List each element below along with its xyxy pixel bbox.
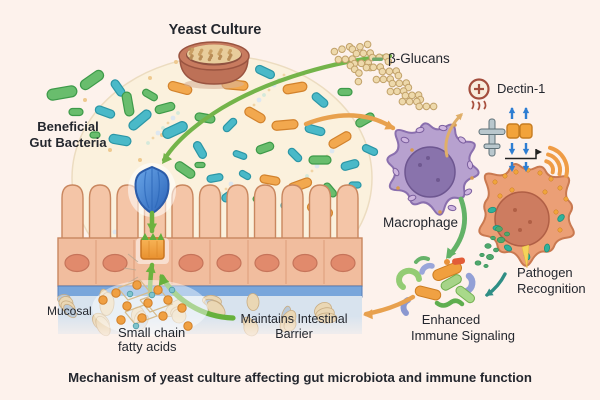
grey-receptor-crossbar — [478, 128, 506, 135]
intestinal-villi — [61, 184, 359, 241]
grey-receptor-icon — [488, 118, 496, 157]
epithelial-cell-band — [57, 237, 363, 287]
arrow-heads — [145, 107, 530, 320]
beta-glucans-label: β-Glucans — [388, 51, 450, 66]
mucosal-label: Mucosal — [47, 304, 92, 318]
enhanced-signaling-label-1: Enhanced — [422, 312, 481, 327]
beneficial-bacteria-label-1: Beneficial — [37, 119, 98, 134]
orange-receptor-box — [519, 123, 533, 139]
scfa-transporter — [123, 233, 169, 284]
arrow-barrier-to-transporter — [159, 274, 236, 321]
maintains-barrier-label-1: Maintains Intestinal — [240, 312, 347, 326]
glucan-label-dash — [372, 57, 383, 61]
labels: Yeast Culture Beneficial Gut Bacteria β-… — [29, 22, 585, 385]
beneficial-bacteria-label-2: Gut Bacteria — [29, 135, 107, 150]
yeast-bowl — [178, 41, 250, 89]
pathogen-dotted-trail — [474, 226, 510, 268]
enhanced-signaling-label-2: Immune Signaling — [411, 328, 515, 343]
scfa-label-2: fatty acids — [118, 339, 177, 354]
macrophage-label: Macrophage — [383, 215, 458, 230]
macrophage-cell — [386, 122, 480, 216]
barrier-shield-icon — [128, 163, 176, 217]
inhibition-flag — [536, 149, 542, 155]
dectin1-icon — [468, 78, 490, 111]
arrow-lumen-to-macrophage — [303, 113, 396, 131]
pathogen-recognition-label-2: Recognition — [517, 281, 586, 296]
dectin1-label: Dectin-1 — [497, 81, 545, 96]
scfa-label-1: Small chain — [118, 325, 185, 340]
signal-waves-icon — [544, 145, 569, 178]
pathogen-wedge-icon — [521, 244, 530, 269]
beta-glucan-chain — [330, 40, 438, 111]
yeast-culture-label: Yeast Culture — [169, 22, 262, 38]
scfa-molecule — [92, 279, 208, 336]
orange-receptor-box — [506, 123, 520, 139]
maintains-barrier-label-2: Barrier — [275, 327, 313, 341]
caption: Mechanism of yeast culture affecting gut… — [68, 370, 532, 385]
band-edge-mask — [363, 237, 393, 303]
grey-receptor-base — [483, 143, 501, 149]
pathogen-recognition-label-1: Pathogen — [517, 265, 573, 280]
